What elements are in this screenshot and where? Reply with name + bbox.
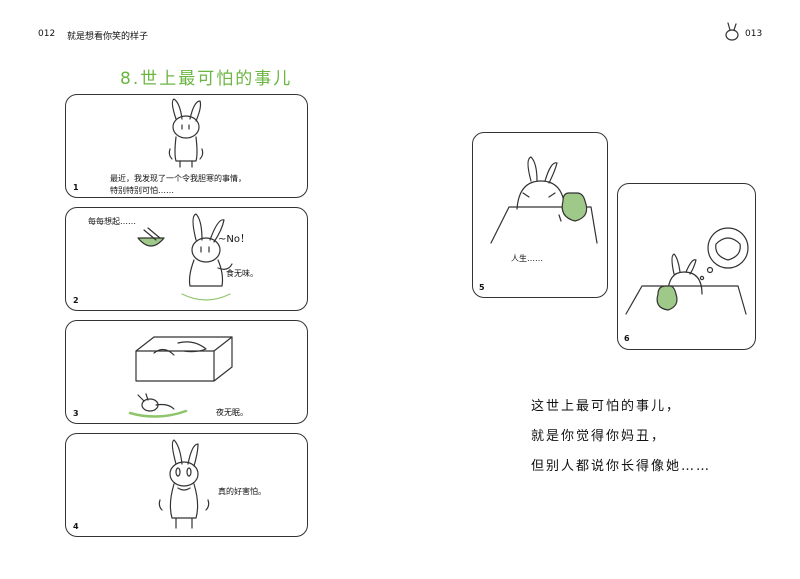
left-page-number: 012 xyxy=(38,29,56,39)
comic-panel-6: 6 xyxy=(617,183,756,350)
panel-4-number: 4 xyxy=(73,522,79,531)
panel-3-number: 3 xyxy=(73,409,79,418)
comic-panel-2: 每每想起…… ~No！ 食无味。 2 xyxy=(65,207,308,311)
empty-bed-illustration xyxy=(135,336,233,382)
panel-1-text-line1: 最近，我发现了一个令我胆寒的事情， xyxy=(110,174,246,183)
panel-5-number: 5 xyxy=(479,283,485,292)
bunny-scared-illustration xyxy=(158,439,210,529)
bunny-thinking-of-mom-illustration xyxy=(625,227,749,315)
panel-1-text-line2: 特别特别可怕…… xyxy=(110,186,174,195)
chapter-title: 8.世上最可怕的事儿 xyxy=(120,69,293,89)
panel-2-text-side: 食无味。 xyxy=(226,269,258,278)
comic-panel-5: 人生…… 5 xyxy=(472,132,608,298)
panel-5-text: 人生…… xyxy=(511,254,543,263)
panel-2-text-top: 每每想起…… xyxy=(88,217,136,226)
right-page-number: 013 xyxy=(745,29,763,39)
comic-panel-4: 真的好害怕。 4 xyxy=(65,433,308,537)
left-running-title: 就是想看你笑的样子 xyxy=(67,32,149,42)
panel-6-number: 6 xyxy=(624,334,630,343)
bunny-lying-on-grass-illustration xyxy=(128,393,188,418)
panel-3-text: 夜无眠。 xyxy=(216,408,248,417)
poem-line-3: 但别人都说你长得像她…… xyxy=(531,459,712,474)
panel-2-number: 2 xyxy=(73,296,79,305)
poem-line-2: 就是你觉得你妈丑， xyxy=(531,429,667,444)
bunny-ornament-icon xyxy=(725,22,739,41)
rice-bowl-illustration xyxy=(137,227,165,247)
panel-1-number: 1 xyxy=(73,183,79,192)
panel-4-text: 真的好害怕。 xyxy=(218,487,266,496)
poem-line-1: 这世上最可怕的事儿， xyxy=(531,399,682,414)
panel-2-exclamation: ~No！ xyxy=(218,234,250,245)
bunny-at-table-illustration xyxy=(490,156,598,244)
bunny-sitting-illustration xyxy=(181,213,233,301)
comic-panel-3: 夜无眠。 3 xyxy=(65,320,308,424)
bunny-standing-illustration xyxy=(168,98,204,168)
comic-panel-1: 最近，我发现了一个令我胆寒的事情， 特别特别可怕…… 1 xyxy=(65,94,308,198)
